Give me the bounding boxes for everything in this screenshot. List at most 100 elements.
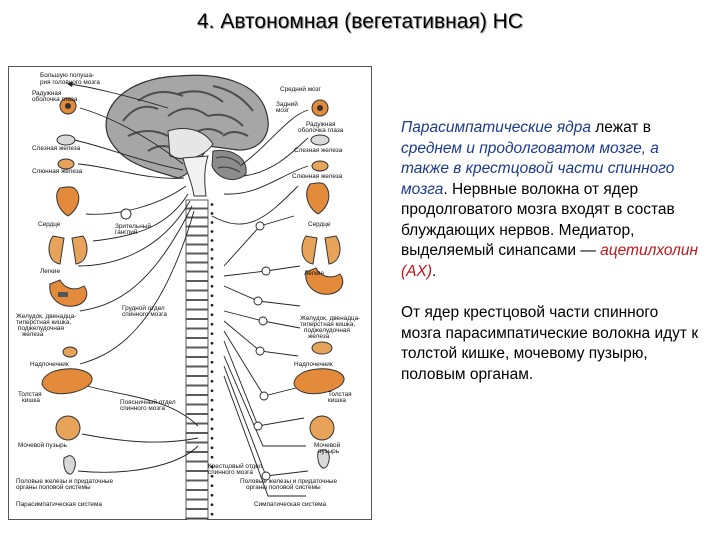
spinal-nerve-dot — [210, 257, 214, 260]
diagram-label: органы половой системы — [246, 483, 321, 491]
spinal-nerve-dot — [210, 474, 214, 478]
vertebra — [185, 490, 209, 500]
highlight-locations: среднем и продолговатом мозге, а также в… — [401, 139, 675, 198]
diagram-label: Половые железы и придаточные — [240, 478, 338, 485]
spinal-nerve-dot — [210, 455, 214, 459]
diagram-label: органы половой системы — [16, 483, 91, 491]
diagram-label: Желудок, двенадца- — [16, 313, 76, 320]
adrenal-gland-icon — [62, 346, 78, 358]
diagram-label: железа — [22, 331, 44, 338]
lungs-icon — [301, 235, 341, 265]
spinal-nerve-dot — [210, 212, 214, 215]
vertebra — [185, 281, 209, 291]
spinal-nerve-dot — [210, 239, 214, 242]
vertebra — [185, 300, 209, 310]
text-run: . Нервные волокна от ядер продолговатого… — [401, 180, 675, 260]
brain-illustration — [105, 74, 269, 197]
spinal-nerve-dot — [210, 248, 214, 251]
diagram-label: Зрительный — [115, 222, 151, 230]
sacrum-tail — [185, 518, 209, 520]
vertebra — [185, 376, 209, 386]
vertebra — [185, 290, 209, 300]
spinal-nerve-dot — [210, 417, 214, 421]
diagram-label: спинного мозга — [122, 311, 167, 318]
diagram-label: мозг — [276, 107, 290, 114]
genitals-icon — [317, 449, 330, 469]
vertebra — [185, 253, 209, 263]
vertebra — [185, 217, 209, 227]
vertebra — [185, 208, 209, 218]
vertebra — [185, 499, 209, 509]
diagram-label: Радужная — [32, 90, 62, 97]
spinal-nerve-dot — [210, 427, 214, 431]
vertebra — [185, 309, 209, 319]
diagram-label: Поясничный отдел — [120, 398, 176, 406]
diagram-label: Желудок, двенадца- — [300, 315, 360, 322]
diagram-label: Мочевой — [314, 441, 341, 449]
vertebra — [185, 366, 209, 376]
lacrimal-gland-icon — [310, 134, 330, 146]
spinal-nerve-dot — [210, 294, 214, 298]
stomach-icon — [305, 267, 344, 295]
spinal-nerve-dot — [210, 398, 214, 402]
diagram-label: поджелудочная — [304, 327, 350, 334]
diagram-label: типерстная кишка, — [16, 319, 71, 326]
highlight-mediator: ацетилхолин (АХ) — [401, 242, 699, 280]
vertebra — [185, 338, 209, 348]
diagram-label: Половые железы и придаточные — [16, 478, 114, 485]
vertebra — [185, 395, 209, 405]
paragraph-1: Парасимпатические ядра лежат в среднем и… — [401, 118, 701, 282]
spinal-nerve-dot — [210, 322, 214, 326]
diagram-label: Надпочечник — [294, 361, 333, 368]
vertebra — [185, 347, 209, 357]
vertebra — [185, 271, 209, 281]
spinal-nerve-dot — [210, 284, 214, 288]
diagram-label: Средний мозг — [280, 85, 322, 93]
text-run: лежат в — [590, 119, 652, 136]
left-organs — [41, 97, 93, 475]
diagram-label: Слюнная железа — [292, 173, 343, 180]
pancreas-icon — [311, 341, 333, 355]
lacrimal-gland-icon — [56, 134, 76, 146]
salivary-gland-icon — [57, 158, 75, 170]
diagram-label: железа — [308, 333, 330, 340]
diagram-label: Задний — [276, 100, 298, 108]
colon-icon — [293, 368, 345, 395]
spinal-nerve-dot — [210, 379, 214, 383]
spinal-nerve-dot — [210, 408, 214, 412]
diagram-label: Мочевой пузырь — [18, 441, 68, 449]
highlight-nuclei: Парасимпатические ядра — [401, 119, 591, 136]
left-labels: Большую полуша-рия головного мозгаРадужн… — [16, 72, 114, 508]
vertebra — [185, 244, 209, 254]
eye-icon — [59, 97, 77, 115]
vertebra — [185, 452, 209, 462]
genitals-icon — [63, 455, 76, 475]
paragraph-2: От ядер крестцовой части спинного мозга … — [401, 304, 699, 383]
spinal-nerve-dot — [210, 512, 214, 516]
diagram-label: Сердце — [38, 221, 61, 228]
spinal-nerve-dot — [210, 446, 214, 450]
colon-icon — [41, 368, 93, 395]
nerve-fibers — [67, 81, 309, 497]
vertebra — [185, 404, 209, 414]
vertebra — [185, 357, 209, 367]
stomach-icon — [49, 279, 88, 307]
text-run: . — [432, 262, 437, 280]
diagram-label: типерстная кишка, — [300, 321, 355, 328]
spinal-nerve-dot — [210, 493, 214, 497]
diagram-label: Сердце — [308, 221, 331, 228]
diagram-label: оболочка глаза — [298, 126, 344, 134]
spinal-nerve-dot — [210, 303, 214, 307]
spinal-nerve-dot — [210, 266, 214, 269]
body-text: Парасимпатические ядра лежат в среднем и… — [401, 118, 701, 385]
diagram-label: Большую полуша- — [40, 72, 94, 79]
vertebra — [185, 509, 209, 519]
vertebra — [185, 199, 209, 209]
vertebra — [185, 262, 209, 272]
spinal-nerve-dot — [210, 221, 214, 224]
spinal-nerve-dot — [210, 230, 214, 233]
diagram-label: ганглий — [115, 228, 138, 236]
vertebra — [185, 461, 209, 471]
